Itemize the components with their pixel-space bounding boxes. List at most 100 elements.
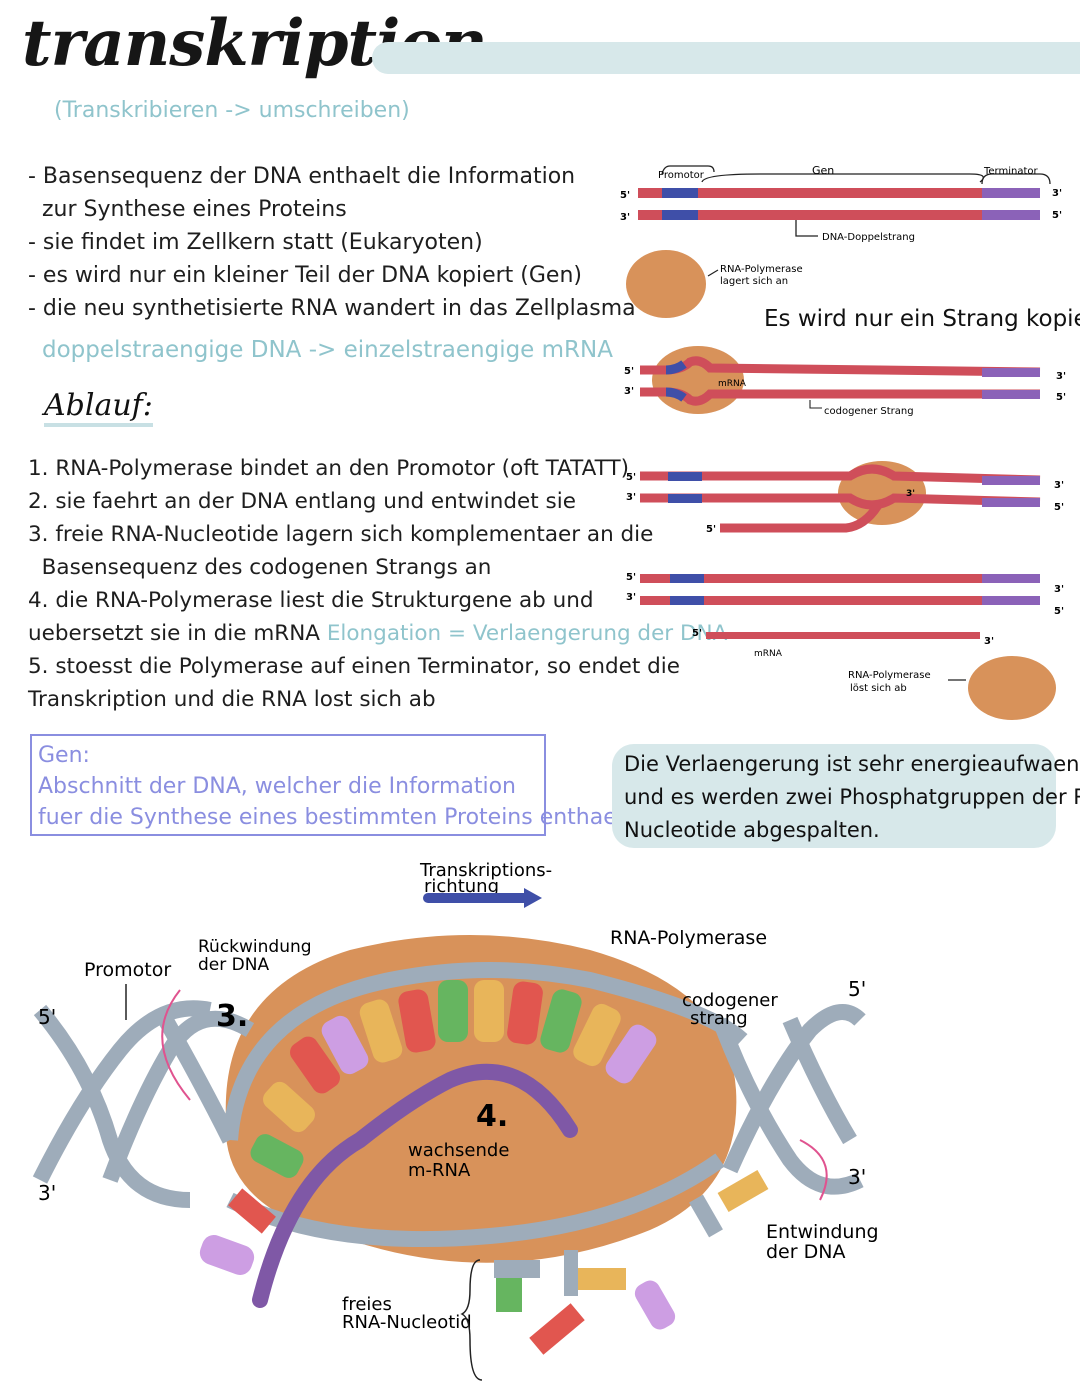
step-item: Basensequenz des codogenen Strangs an	[28, 555, 492, 580]
base-pair	[605, 1024, 657, 1084]
dna-left-helix	[32, 1000, 255, 1208]
gene-definition-box: Gen: Abschnitt der DNA, welcher die Info…	[30, 734, 639, 836]
intro-bullets: - Basensequenz der DNA enthaelt die Info…	[28, 160, 636, 325]
dna-pointer	[795, 220, 818, 237]
terminator-region	[982, 574, 1040, 583]
three-prime: 3'	[1052, 188, 1062, 199]
dna-strand	[782, 1016, 857, 1145]
step-item: 5. stoesst die Polymerase auf einen Term…	[28, 654, 680, 679]
stage-termination: 5' 3' 3' 5' 5' 3' mRNA RNA-Polymerase lö…	[626, 572, 1064, 720]
dna-strand	[712, 1017, 864, 1195]
terminator-region	[982, 476, 1040, 485]
free-nucleotide	[529, 1303, 585, 1355]
stage-elongation: 5' 3' 3' 5' 3' 5'	[626, 461, 1064, 535]
bullet-item: zur Synthese eines Proteins	[28, 197, 347, 222]
step-item: uebersetzt sie in die mRNA Elongation = …	[28, 617, 727, 650]
growing-mrna	[252, 1063, 578, 1308]
free-nucleotide	[578, 1268, 626, 1290]
free-nucleotide-label: freies	[342, 1294, 392, 1315]
five-prime: 5'	[626, 472, 636, 483]
five-prime: 5'	[692, 628, 702, 639]
nucleotide-brace	[460, 1259, 483, 1381]
codogen-strand	[226, 1153, 725, 1248]
dna-strand	[638, 210, 1040, 220]
direction-arrowhead	[524, 888, 542, 908]
promotor-region	[668, 494, 702, 503]
dna-strand	[640, 574, 1040, 583]
free-nucleotides	[199, 1169, 769, 1355]
base-pair	[540, 989, 582, 1053]
three-prime: 3'	[984, 636, 994, 647]
promotor-region	[665, 387, 687, 402]
energy-note-line: Die Verlaengerung ist sehr energieaufwae…	[624, 752, 1080, 776]
release-label: löst sich ab	[850, 683, 907, 694]
mrna-label: mRNA	[718, 379, 747, 389]
summary-line: doppelstraengige DNA -> einzelstraengige…	[42, 337, 613, 363]
stage-binding: 5' 3' 3' 5' mRNA codogener Strang	[624, 346, 1066, 417]
dna-strand	[32, 1000, 212, 1184]
step-3-marker: 3.	[216, 999, 248, 1034]
rna-pol-label: RNA-Polymerase	[720, 264, 803, 275]
free-nucleotide	[496, 1278, 522, 1312]
dna-strand	[102, 1010, 255, 1183]
promotor-region	[670, 574, 704, 583]
dna-double-label: DNA-Doppelstrang	[822, 232, 915, 243]
three-prime: 3'	[624, 386, 634, 397]
release-label: RNA-Polymerase	[848, 670, 931, 681]
unwinding-arrow	[799, 1139, 828, 1201]
base-pair	[250, 1134, 304, 1178]
base-pair	[263, 1081, 315, 1133]
five-prime: 5'	[1056, 392, 1066, 403]
dna-strand	[638, 188, 1040, 198]
dna-right-helix	[712, 1004, 866, 1195]
base-pair	[359, 999, 403, 1063]
three-prime: 3'	[906, 489, 915, 499]
base-pair	[507, 981, 543, 1045]
base-pair	[398, 989, 436, 1053]
bullet-item: - es wird nur ein kleiner Teil der DNA k…	[28, 263, 582, 288]
mrna-label: mRNA	[754, 649, 783, 659]
codogen-label: strang	[690, 1008, 748, 1029]
terminator-region	[982, 188, 1040, 198]
three-prime-right: 3'	[848, 1165, 866, 1189]
three-prime: 3'	[620, 212, 630, 223]
rna-polymerase	[626, 250, 706, 318]
five-prime: 5'	[706, 524, 716, 535]
terminator-region	[982, 596, 1040, 605]
five-prime: 5'	[1054, 606, 1064, 617]
five-prime-left: 5'	[38, 1005, 56, 1029]
pointer-arrow	[707, 269, 719, 277]
step-item: 1. RNA-Polymerase bindet an den Promotor…	[28, 456, 629, 481]
rna-pol-label: lagert sich an	[720, 276, 788, 287]
promotor-region	[662, 188, 698, 198]
promotor-bracket	[661, 165, 715, 175]
step-item: Transkription und die RNA lost sich ab	[28, 687, 436, 712]
promotor-label: Promotor	[84, 959, 171, 981]
direction-label: richtung	[424, 876, 499, 897]
bullet-item: - Basensequenz der DNA enthaelt die Info…	[28, 164, 576, 189]
promotor-region	[670, 596, 704, 605]
promotor-region	[668, 472, 702, 481]
rna-polymerase-label: RNA-Polymerase	[610, 927, 767, 949]
step-4-marker: 4.	[476, 1099, 508, 1134]
mrna-strand	[720, 499, 884, 533]
unwinding-label: Entwindung	[766, 1221, 879, 1243]
five-prime: 5'	[624, 366, 634, 377]
base-pair	[474, 980, 504, 1042]
energy-note-line: Nucleotide abgespalten.	[624, 818, 880, 842]
step-item: 3. freie RNA-Nucleotide lagern sich komp…	[28, 522, 654, 547]
terminator-region	[982, 390, 1040, 399]
rewinding-label: Rückwindung	[198, 937, 312, 957]
codogen-pointer	[809, 400, 822, 409]
base-pair	[573, 1003, 621, 1067]
unwinding-label: der DNA	[766, 1241, 845, 1263]
step-item: 4. die RNA-Polymerase liest die Struktur…	[28, 588, 594, 613]
base-pair	[321, 1015, 369, 1075]
energy-note: Die Verlaengerung ist sehr energieaufwae…	[612, 744, 1080, 848]
rewinding-arrow	[161, 989, 191, 1101]
growing-mrna-label: wachsende	[408, 1140, 509, 1161]
gen-label: Gen	[812, 164, 834, 177]
bullet-item: - die neu synthetisierte RNA wandert in …	[28, 296, 636, 321]
gen-bracket	[701, 173, 984, 183]
transcription-steps-diagram: Promotor Gen Terminator 5' 3' 3' 5' DNA-…	[620, 164, 1066, 720]
